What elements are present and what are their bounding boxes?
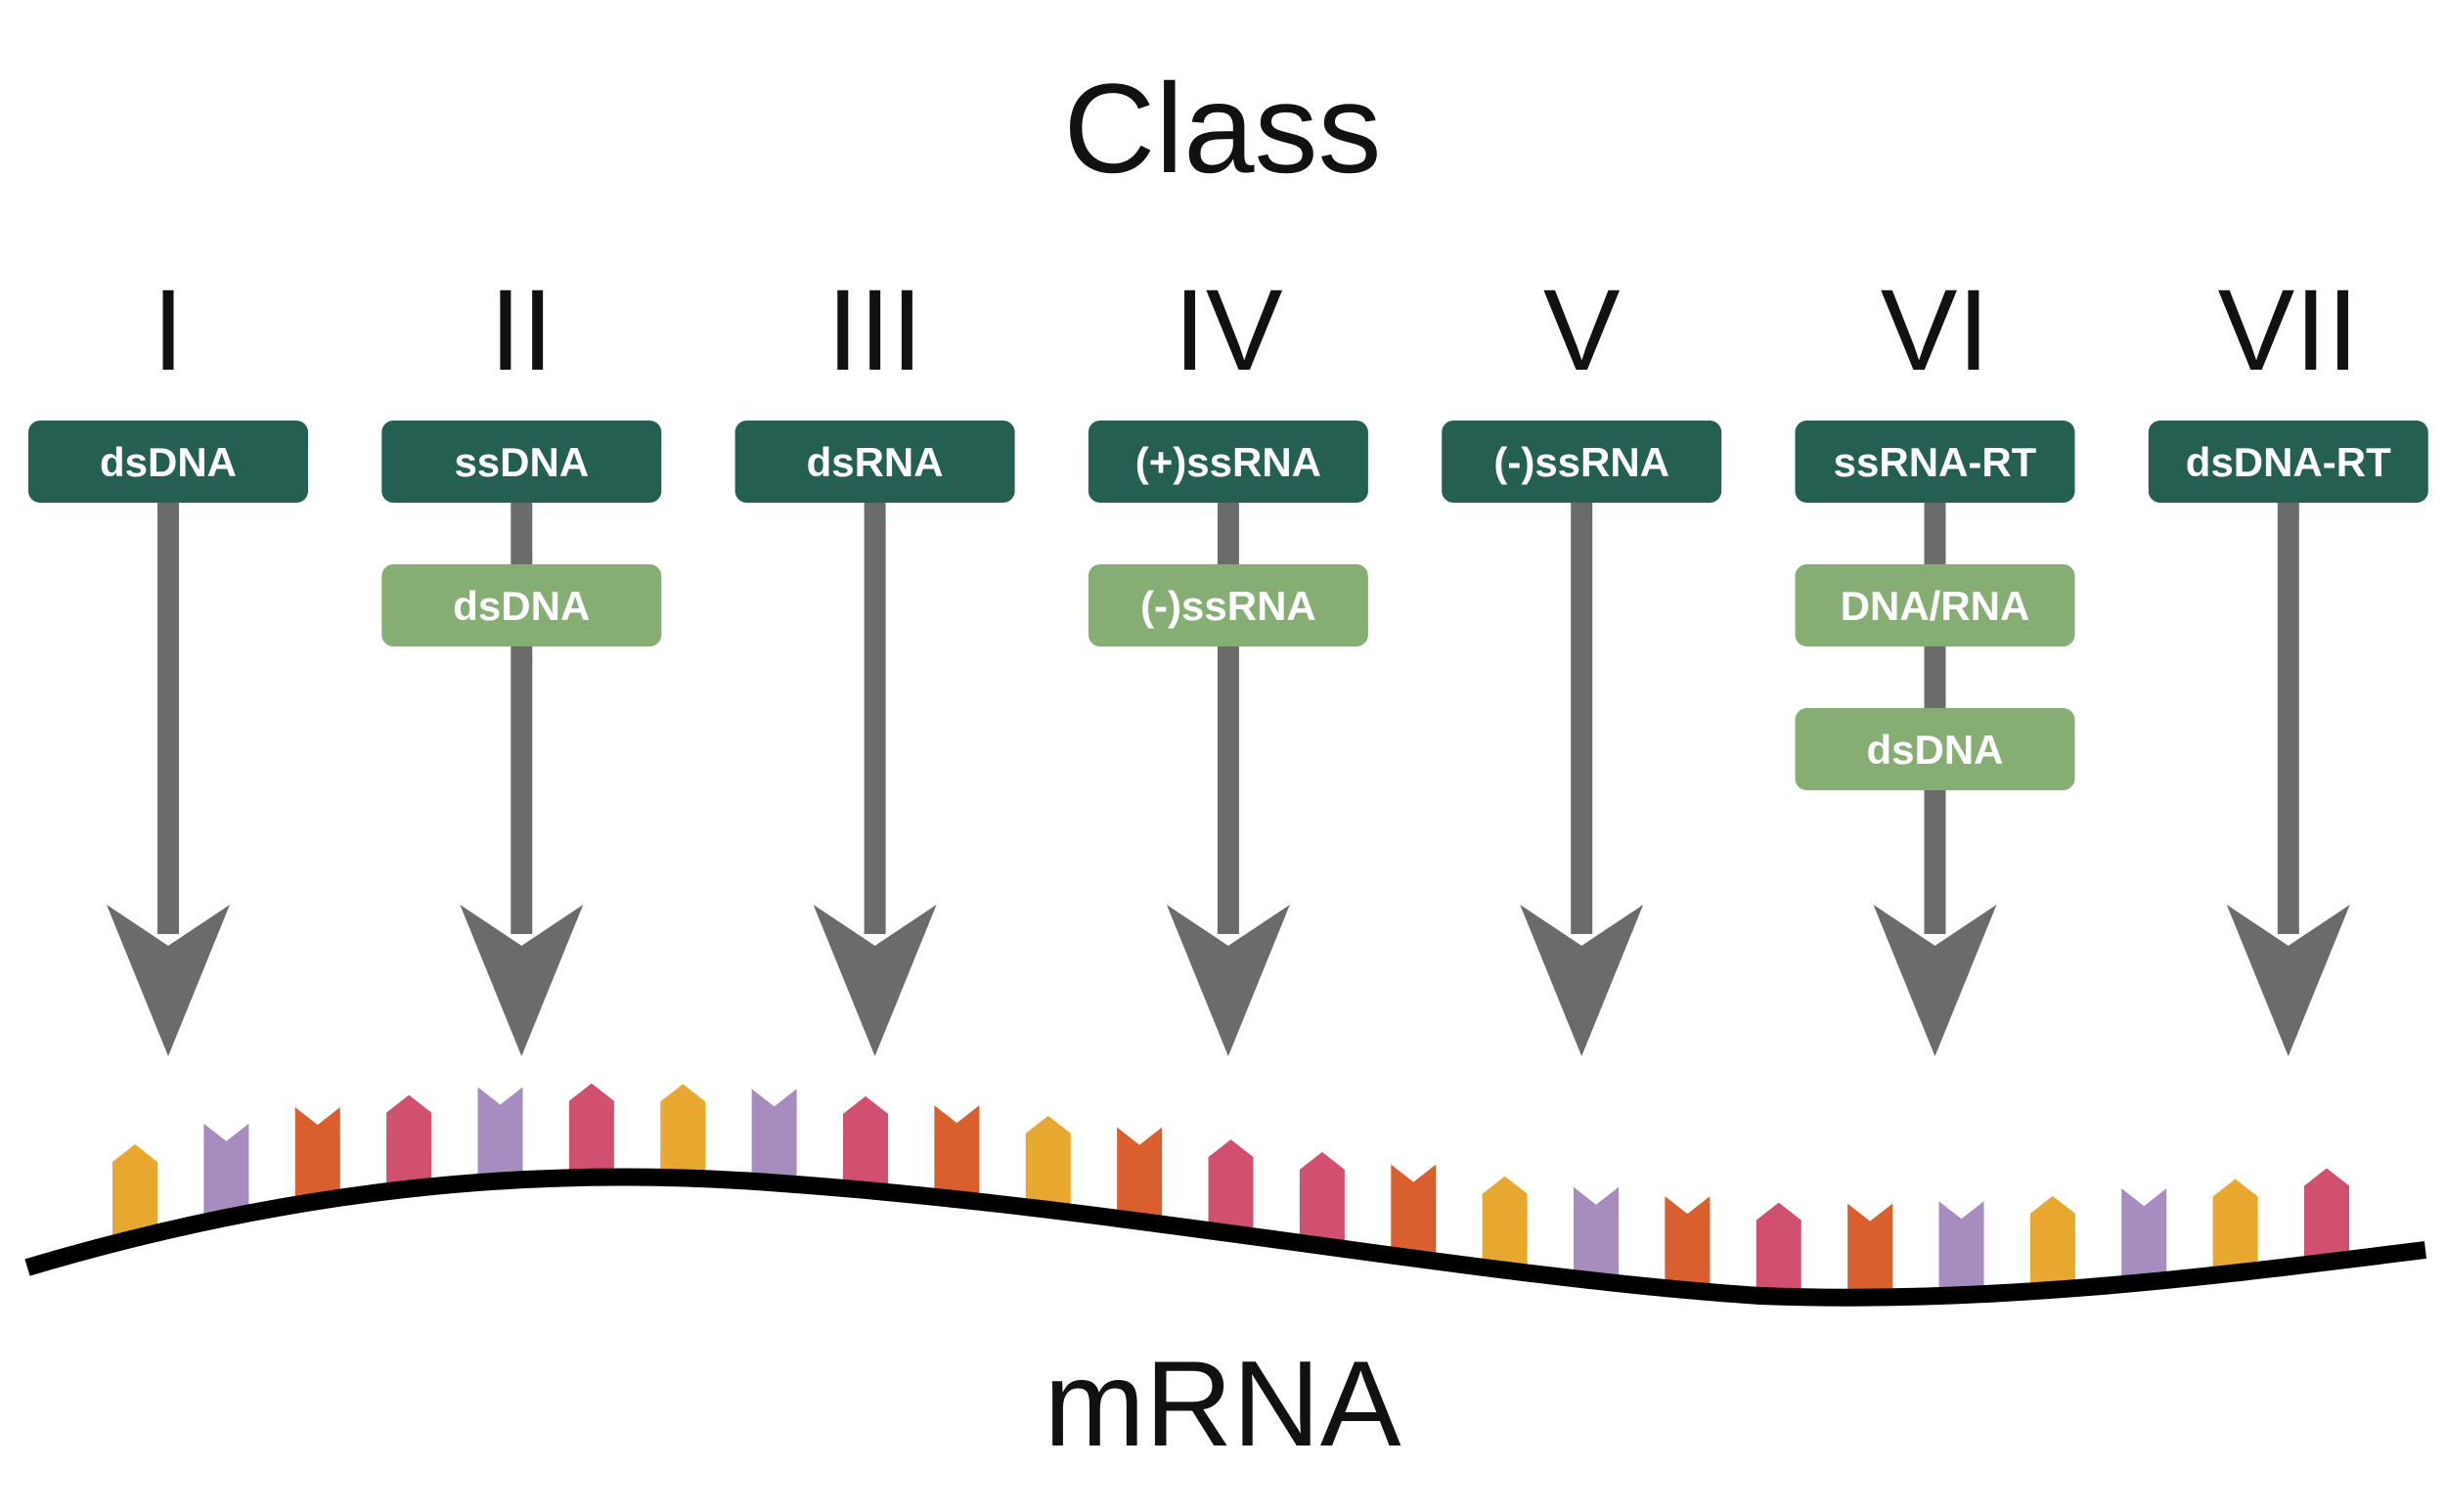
nucleotide-pink [2304, 1168, 2349, 1267]
class-numeral: IV [1174, 266, 1283, 395]
nucleotide-orange [1847, 1203, 1893, 1302]
intermediate-box: dsDNA [1795, 708, 2075, 790]
genome-box: dsRNA [734, 421, 1015, 503]
genome-label: ssDNA [454, 439, 589, 485]
intermediate-box: dsDNA [381, 564, 662, 646]
class-column-vi: VI ssRNA-RT DNA/RNA dsDNA [1795, 266, 2075, 1056]
genome-box-bg [381, 421, 662, 503]
genome-box-bg [28, 421, 308, 503]
intermediate-label: dsDNA [453, 583, 590, 629]
nucleotide-purple [1574, 1186, 1619, 1285]
class-column-iv: IV (+)ssRNA (-)ssRNA [1088, 266, 1368, 1056]
genome-box-bg [2148, 421, 2428, 503]
nucleotide-pink [1299, 1151, 1345, 1250]
genome-label: dsRNA [807, 439, 944, 485]
nucleotide-pink [1756, 1202, 1801, 1301]
arrow-head [460, 905, 584, 1056]
class-numeral: I [153, 266, 185, 395]
mrna-strand [24, 1168, 2427, 1307]
arrow-shaft [864, 460, 886, 934]
class-column-vii: VII dsDNA-RT [2148, 266, 2428, 1056]
genome-box: dsDNA [28, 421, 308, 503]
intermediate-box-bg [1795, 564, 2075, 646]
nucleotide-yellow [660, 1084, 706, 1182]
intermediate-box-bg [1088, 564, 1368, 646]
arrow-shaft [511, 460, 533, 934]
class-numeral: II [490, 266, 555, 395]
arrow-head [1520, 905, 1644, 1056]
nucleotide-yellow [1025, 1115, 1071, 1214]
nucleotide-orange [1391, 1164, 1437, 1263]
intermediate-box-bg [1795, 708, 2075, 790]
diagram-title: Class [1063, 57, 1381, 200]
nucleotide-pink [1208, 1139, 1254, 1238]
nucleotide-pink [568, 1083, 614, 1181]
intermediate-box: DNA/RNA [1795, 564, 2075, 646]
nucleotide-purple [2121, 1188, 2167, 1287]
intermediate-label: DNA/RNA [1841, 583, 2030, 629]
intermediate-label: dsDNA [1866, 727, 2003, 773]
nucleotide-orange [934, 1105, 980, 1204]
genome-box-bg [1088, 421, 1368, 503]
nucleotide-purple [203, 1123, 249, 1222]
arrow-head [813, 905, 937, 1056]
class-numeral: VII [2218, 266, 2359, 395]
nucleotide-pink [843, 1095, 888, 1194]
genome-box: ssDNA [381, 421, 662, 503]
intermediate-label: (-)ssRNA [1140, 583, 1316, 629]
arrow-shaft [157, 460, 179, 934]
class-numeral: V [1543, 266, 1621, 395]
nucleotide-purple [477, 1087, 523, 1185]
genome-box-bg [1795, 421, 2075, 503]
arrow-head [107, 905, 230, 1056]
genome-label: dsDNA-RT [2186, 439, 2391, 485]
intermediate-box: (-)ssRNA [1088, 564, 1368, 646]
genome-label: ssRNA-RT [1834, 439, 2037, 485]
genome-box: (-)ssRNA [1442, 421, 1722, 503]
arrow-shaft [1217, 460, 1239, 934]
class-numeral: VI [1881, 266, 1990, 395]
arrow-head [1873, 905, 1997, 1056]
class-numeral: III [826, 266, 922, 395]
nucleotide-yellow [1482, 1176, 1528, 1274]
genome-label: (+)ssRNA [1135, 439, 1321, 485]
nucleotide-purple [1938, 1201, 1984, 1300]
nucleotide-orange [294, 1107, 340, 1206]
arrow-shaft [1924, 460, 1946, 934]
genome-label: (-)ssRNA [1493, 439, 1669, 485]
nucleotide-purple [751, 1089, 797, 1187]
arrow-shaft [1571, 460, 1593, 934]
nucleotide-pink [386, 1094, 432, 1193]
genome-box: ssRNA-RT [1795, 421, 2075, 503]
class-columns: IdsDNAIIssDNAdsDNAIIIdsRNAIV(+)ssRNA(-)s… [28, 266, 2428, 1056]
arrow-head [2226, 905, 2350, 1056]
genome-label: dsDNA [100, 439, 237, 485]
genome-box-bg [1442, 421, 1722, 503]
nucleotide-row [112, 1083, 2349, 1302]
genome-box-bg [734, 421, 1015, 503]
nucleotide-orange [1665, 1196, 1711, 1295]
genome-box: dsDNA-RT [2148, 421, 2428, 503]
nucleotide-orange [1117, 1127, 1163, 1225]
nucleotide-yellow [112, 1143, 157, 1242]
class-column-v: V (-)ssRNA [1442, 266, 1722, 1056]
arrow-head [1166, 905, 1290, 1056]
intermediate-box-bg [381, 564, 662, 646]
nucleotide-yellow [2029, 1195, 2075, 1294]
class-column-ii: II ssDNA dsDNA [381, 266, 662, 1056]
nucleotide-yellow [2212, 1178, 2258, 1277]
mrna-label: mRNA [1044, 1337, 1400, 1472]
class-column-iii: III dsRNA [734, 266, 1015, 1056]
arrow-shaft [2277, 460, 2299, 934]
genome-box: (+)ssRNA [1088, 421, 1368, 503]
